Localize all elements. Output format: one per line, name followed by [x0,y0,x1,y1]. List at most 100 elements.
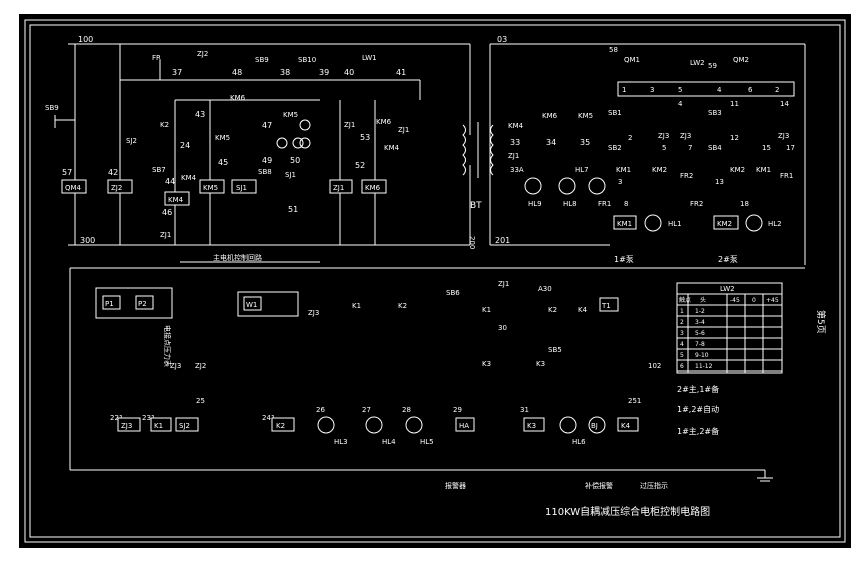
node-46: 46 [162,208,172,217]
outer-border [24,19,846,543]
label-sb7: SB7 [152,166,166,174]
label-zj3-b: ZJ3 [680,132,691,140]
label-zj1-e: ZJ1 [498,280,509,288]
node-3: 3 [618,178,622,186]
node-45: 45 [218,158,228,167]
label-km1-b: KM1 [756,166,771,174]
table-cell-index: 5 [680,352,684,359]
table-cell-contact: 11-12 [695,363,713,370]
label-hl9: HL9 [528,200,542,208]
lw-1: 1 [622,86,626,94]
diagram-title: 110KW自耦减压综合电柜控制电路图 [545,505,710,518]
label-bj: BJ [591,422,598,430]
label-km5-coil: KM5 [203,184,218,192]
node-231: 231 [142,414,155,422]
label-k4-coil: K4 [621,422,631,430]
label-km1-coil: KM1 [617,220,632,228]
label-hl7: HL7 [575,166,589,174]
node-251: 251 [628,397,641,405]
label-hl2: HL2 [768,220,782,228]
node-44: 44 [165,177,175,186]
node-12: 12 [730,134,739,142]
label-zj1-a: ZJ1 [160,231,171,239]
node-300: 300 [80,236,95,245]
label-km4-c: KM4 [508,122,524,130]
label-sb6: SB6 [446,289,460,297]
node-57: 57 [62,168,72,177]
node-2: 2 [628,134,632,142]
main-motor-control-section: 100 300 SB9 QM4 57 ZJ2 SJ2 42 FR 37 ZJ2 … [45,35,471,263]
node-59: 59 [708,62,717,70]
table-cell-contact: 5-6 [695,330,705,337]
label-k3-b: K3 [536,360,545,368]
node-39: 39 [319,68,329,77]
label-p1: P1 [105,300,114,308]
label-fr: FR [152,54,161,62]
label-km6-b: KM6 [376,118,392,126]
node-41: 41 [396,68,406,77]
coil-k3 [523,417,545,432]
label-zj1-d: ZJ1 [508,152,519,160]
label-km4-coil: KM4 [168,196,184,204]
label-sj2-coil: SJ2 [179,422,190,430]
label-zj1-c: ZJ1 [398,126,409,134]
node-40: 40 [344,68,354,77]
table-cell-index: 3 [680,330,684,337]
label-zj1-b: ZJ1 [344,121,355,129]
label-k4-a: K4 [578,306,588,314]
caption-pump2: 2#泵 [718,255,738,264]
table-cell-index: 2 [680,319,684,326]
coil-zj2 [107,179,133,194]
table-cell-contact: 3-4 [695,319,705,326]
label-km2-b: KM2 [730,166,745,174]
lw-6: 6 [748,86,753,94]
label-bt: BT [470,201,482,211]
label-fr1: FR1 [598,200,611,208]
label-zj3-c: ZJ3 [778,132,789,140]
coil-km5 [199,179,225,194]
caption-pump1: 1#泵 [614,255,634,264]
node-102: 102 [648,362,661,370]
label-sj1-contact: SJ1 [285,171,296,179]
lw2-switch-strip [617,81,795,97]
node-24: 24 [180,141,190,150]
lw2-legend-2: 1#,2#自动 [677,404,719,414]
pump-section: KM4 33 ZJ1 33A KM6 34 KM5 35 HL7 HL9 HL8… [489,43,806,265]
label-zj2-b: ZJ2 [195,362,206,370]
node-13: 13 [715,178,724,186]
node-5: 5 [662,144,666,152]
label-fr2-a: FR2 [680,172,693,180]
coil-km6 [361,179,387,194]
caption-control-loop: 主电机控制回路 [213,253,262,262]
label-lw2: LW2 [690,59,705,67]
lw-2: 2 [775,86,779,94]
node-a30: A30 [538,285,552,293]
node-15: 15 [762,144,771,152]
page-mark: 第5页 [815,310,827,334]
node-38: 38 [280,68,290,77]
label-sb9-left: SB9 [45,104,59,112]
node-30: 30 [498,324,507,332]
coil-k1 [150,417,172,432]
coil-km2 [713,215,739,230]
label-w1: W1 [246,301,257,309]
label-lw1: LW1 [362,54,377,62]
lw-5: 5 [678,86,682,94]
table-cell-contact: 9-10 [695,352,709,359]
th-m45: -45 [730,297,740,304]
label-sb10: SB10 [298,56,316,64]
node-29: 29 [453,406,462,414]
node-58: 58 [609,46,618,54]
label-fr1-b: FR1 [780,172,793,180]
node-51: 51 [288,205,298,214]
node-4: 4 [678,100,683,108]
label-sb5: SB5 [548,346,562,354]
table-cell-index: 1 [680,308,684,315]
th-contact: 触点 [679,296,691,304]
table-cell-contact: 7-8 [695,341,705,348]
node-28: 28 [402,406,411,414]
node-35: 35 [580,138,590,147]
table-cell-index: 6 [680,363,684,370]
label-hl8: HL8 [563,200,577,208]
label-km6-top: KM6 [230,94,246,102]
